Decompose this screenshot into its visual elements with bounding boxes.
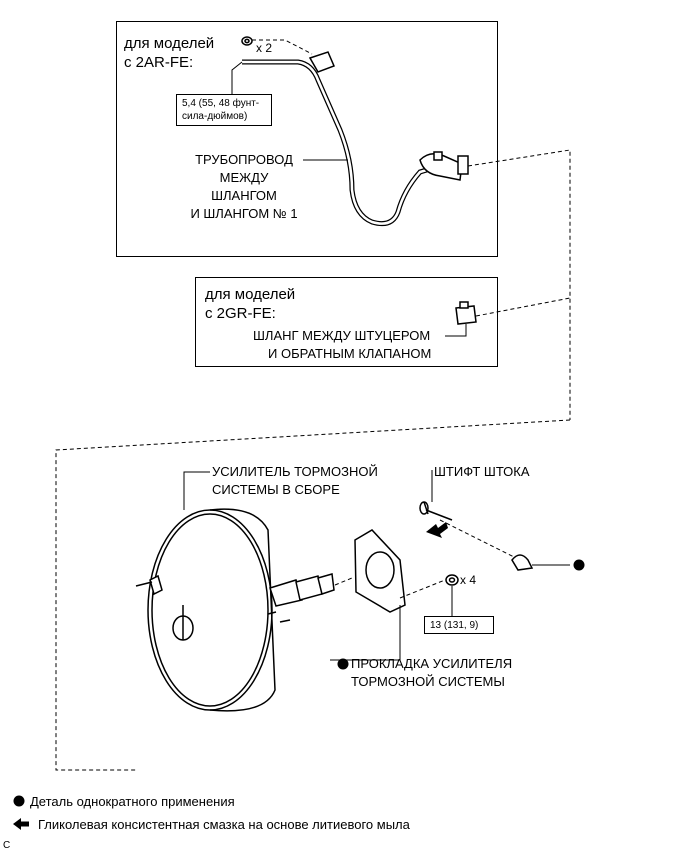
pipe-label-3: ШЛАНГОМ	[211, 188, 277, 203]
non-reusable-dot-gasket	[337, 658, 349, 670]
top-models-line1: для моделей	[124, 35, 215, 52]
push-rod-pin	[419, 501, 453, 521]
top-qty: x 2	[256, 41, 273, 55]
legend-item-grease: Гликолевая консистентная смазка на основ…	[38, 817, 410, 832]
hose-label-2: И ОБРАТНЫМ КЛАПАНОМ	[268, 346, 432, 361]
top-torque-box: 5,4 (55, 48 фунт- сила-дюймов)	[176, 94, 272, 126]
pipe-assembly	[242, 51, 469, 227]
clip	[511, 554, 534, 571]
grease-arrow-icon-diagram	[426, 522, 448, 538]
nut-lower	[445, 574, 459, 586]
pipe-label-2: МЕЖДУ	[219, 170, 269, 185]
booster-label-2: СИСТЕМЫ В СБОРЕ	[212, 482, 340, 497]
mid-model-frame	[195, 277, 498, 367]
booster-label-1: УСИЛИТЕЛЬ ТОРМОЗНОЙ	[212, 464, 378, 479]
non-reusable-dot-clip	[573, 559, 585, 571]
footer-code: C	[3, 840, 11, 851]
nut-top	[241, 36, 253, 46]
mid-models-line1: для моделей	[205, 286, 296, 303]
pipe-label-4: И ШЛАНГОМ № 1	[190, 206, 298, 221]
lower-torque-box: 13 (131, 9)	[424, 616, 494, 634]
brake-booster	[135, 508, 335, 712]
top-torque-line1: 5,4 (55, 48 фунт-	[182, 98, 260, 109]
lower-qty: x 4	[460, 573, 477, 587]
pipe-label-1: ТРУБОПРОВОД	[195, 152, 293, 167]
hose-fitting	[455, 301, 477, 325]
hose-label-1: ШЛАНГ МЕЖДУ ШТУЦЕРОМ	[253, 328, 431, 343]
gasket	[354, 529, 406, 613]
top-torque-line2: сила-дюймов)	[182, 111, 248, 122]
gasket-label-1: ПРОКЛАДКА УСИЛИТЕЛЯ	[351, 656, 513, 671]
gasket-label-2: ТОРМОЗНОЙ СИСТЕМЫ	[351, 674, 505, 689]
top-models-line2: с 2AR-FE:	[124, 54, 194, 71]
mid-models-line2: с 2GR-FE:	[205, 305, 276, 322]
non-reusable-part-icon	[13, 795, 25, 807]
pin-label: ШТИФТ ШТОКА	[434, 464, 530, 479]
grease-arrow-icon	[13, 818, 29, 830]
lower-torque: 13 (131, 9)	[430, 620, 479, 631]
legend-item-non-reusable: Деталь однократного применения	[30, 794, 235, 809]
top-model-frame	[116, 21, 498, 257]
